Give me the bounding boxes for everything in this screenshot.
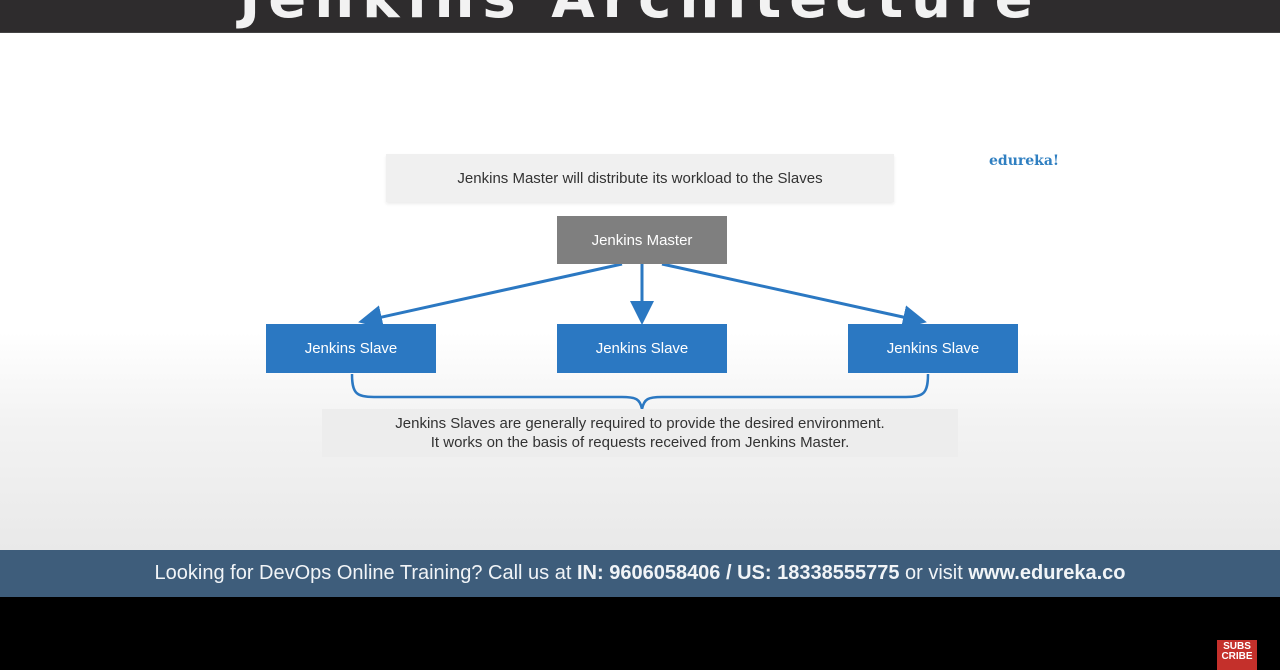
jenkins-slave-node-center: Jenkins Slave <box>557 324 727 373</box>
description-line-2: It works on the basis of requests receiv… <box>430 434 850 451</box>
subscribe-button[interactable]: SUBS CRIBE <box>1217 640 1257 670</box>
slide-title: Jenkins Architecture <box>0 0 1280 31</box>
jenkins-slave-node-right: Jenkins Slave <box>848 324 1018 373</box>
description-line-1: Jenkins Slaves are generally required to… <box>395 415 885 432</box>
video-letterbox <box>0 597 1280 670</box>
description-box: Jenkins Slaves are generally required to… <box>322 409 958 457</box>
connector-arrows <box>350 262 930 410</box>
edureka-logo: edureka! <box>989 153 1060 169</box>
header-caption: Jenkins Master will distribute its workl… <box>386 154 894 202</box>
banner-phone-numbers: IN: 9606058406 / US: 18338555775 <box>576 562 900 584</box>
brace-connector <box>350 373 930 410</box>
slide-canvas: Jenkins Master will distribute its workl… <box>0 33 1280 550</box>
jenkins-master-node: Jenkins Master <box>557 216 727 264</box>
jenkins-slave-node-left: Jenkins Slave <box>266 324 436 373</box>
banner-website-link[interactable]: www.edureka.co <box>968 562 1126 584</box>
banner-prefix: Looking for DevOps Online Training? Call… <box>154 562 577 584</box>
subscribe-line-2: CRIBE <box>1221 651 1253 662</box>
arrow-to-slave-right <box>661 262 927 329</box>
title-bar: Jenkins Architecture <box>0 0 1280 33</box>
arrow-to-slave-left <box>358 262 623 329</box>
promo-banner: Looking for DevOps Online Training? Call… <box>0 550 1280 597</box>
subscribe-line-1: SUBS <box>1223 641 1251 652</box>
banner-middle: or visit <box>899 562 969 584</box>
